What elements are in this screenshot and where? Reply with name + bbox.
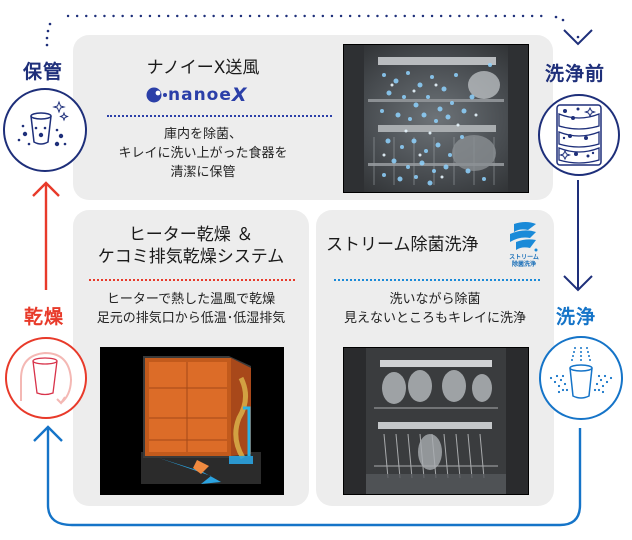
- dotted-divider: [107, 115, 332, 117]
- dirty-dishes-icon: [556, 104, 602, 166]
- arrow-head-up-blue-icon: [33, 425, 63, 442]
- stage-circle-storage: [3, 88, 87, 172]
- nanoe-logo-x: X: [231, 84, 247, 106]
- body-line: キレイに洗い上がった食器を: [118, 146, 288, 161]
- dishwasher-stream-illustration: [344, 348, 528, 494]
- arrow-head-up-red-icon: [32, 181, 60, 197]
- dotted-divider: [89, 279, 295, 281]
- nanoe-logo-text: nanoe: [168, 85, 232, 105]
- panel-body: 庫内を除菌、 キレイに洗い上がった食器を 清潔に保管: [73, 125, 333, 182]
- title-line: ケコミ排気乾燥システム: [97, 247, 285, 267]
- stage-circle-dry: [5, 337, 87, 419]
- nanoe-x-logo: nanoe X: [146, 84, 247, 106]
- stage-label-storage: 保管: [23, 61, 64, 83]
- arrow-wash-to-dry: [46, 428, 582, 527]
- panel-body: ヒーターで熱した温風で乾燥 足元の排気口から低温･低湿排気: [73, 290, 309, 328]
- body-line: ヒーターで熱した温風で乾燥: [106, 292, 276, 307]
- stream-wash-logo: ストリーム 除菌洗浄: [506, 218, 542, 268]
- sparkling-glass-icon: [17, 100, 69, 147]
- panel-body: 洗いながら除菌 見えないところもキレイに洗浄: [316, 290, 554, 328]
- dishwasher-nanoe-illustration: [344, 45, 528, 192]
- stream-wash-logo-icon: [510, 222, 538, 252]
- stage-label-wash: 洗浄: [556, 306, 597, 328]
- heater-xray-illustration: [141, 356, 261, 484]
- body-line: 庫内を除菌、: [163, 127, 242, 142]
- stage-circle-before-wash: [538, 94, 620, 176]
- panel-title: ナノイーX送風: [146, 58, 260, 78]
- heater-drying-xray-photo: [100, 347, 284, 495]
- logo-caption-line: ストリーム: [509, 254, 539, 261]
- spraying-glass-icon: [549, 347, 613, 399]
- nanoe-logo-mark-icon: [146, 87, 167, 103]
- arrow-head-down-icon: [563, 275, 593, 292]
- panel-nanoe-x: ナノイーX送風 nanoe X 庫内を除菌、 キレイに洗い上がった食器を 清潔に…: [73, 35, 553, 200]
- panel-title: ヒーター乾燥 ＆ ケコミ排気乾燥システム: [73, 224, 309, 268]
- body-line: 見えないところもキレイに洗浄: [343, 311, 526, 326]
- body-line: 足元の排気口から低温･低湿排気: [96, 311, 286, 326]
- logo-caption-line: 除菌洗浄: [511, 261, 536, 268]
- stream-wash-dishwasher-photo: [343, 347, 529, 495]
- panel-title: ストリーム除菌洗浄: [326, 235, 479, 255]
- stage-circle-wash: [539, 336, 623, 420]
- body-line: 清潔に保管: [170, 165, 236, 180]
- drying-glass-icon: [20, 351, 72, 405]
- dotted-path-top: [45, 22, 52, 47]
- panel-stream-wash: ストリーム除菌洗浄 ストリーム 除菌洗浄 洗いながら除菌 見えないところもキレイ…: [316, 210, 554, 506]
- dotted-divider: [334, 279, 540, 281]
- panel-heater-drying: ヒーター乾燥 ＆ ケコミ排気乾燥システム ヒーターで熱した温風で乾燥 足元の排気…: [73, 210, 309, 506]
- chevron-down-icon: [563, 29, 593, 46]
- body-line: 洗いながら除菌: [389, 292, 481, 307]
- nanoe-x-dishwasher-photo: [343, 44, 529, 193]
- title-line: ヒーター乾燥 ＆: [128, 225, 254, 245]
- stage-label-dry: 乾燥: [24, 306, 65, 328]
- stage-label-before-wash: 洗浄前: [545, 63, 606, 85]
